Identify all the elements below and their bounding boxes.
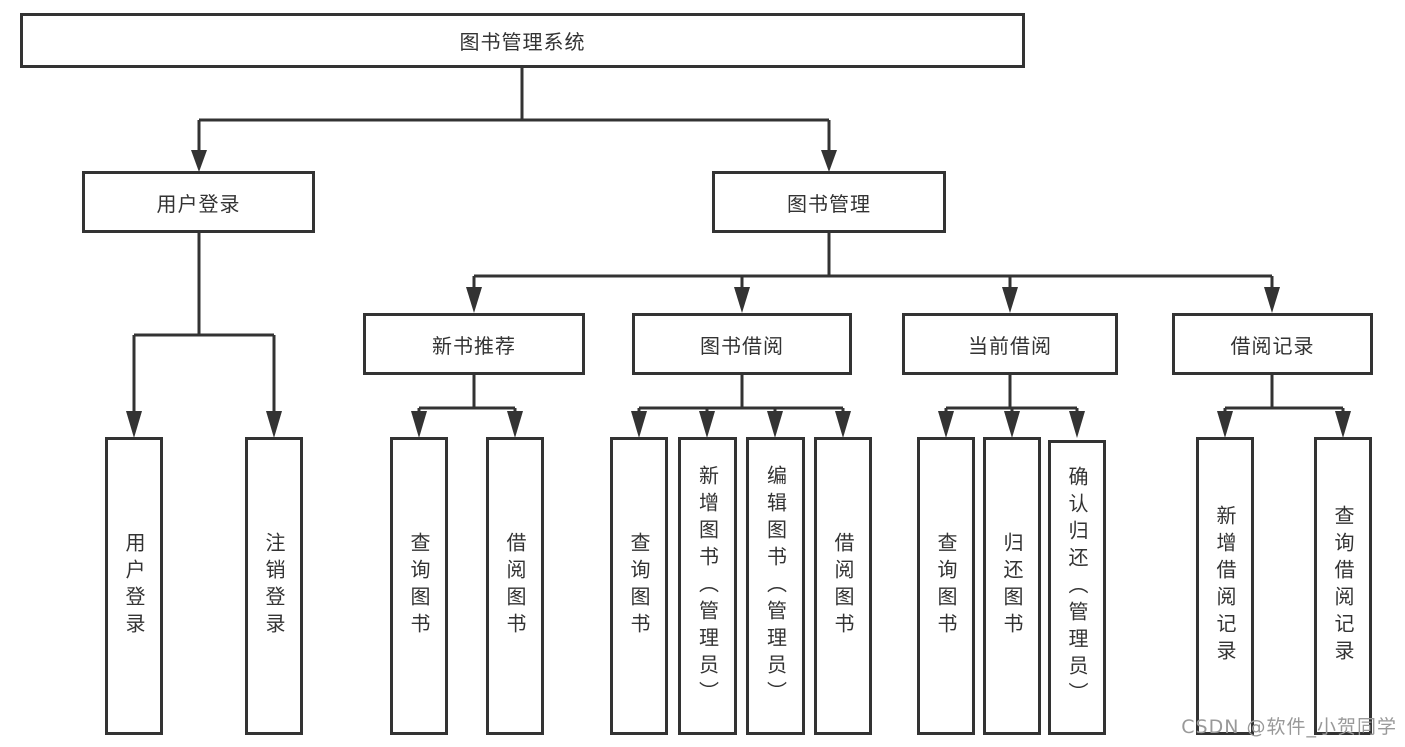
node-book-management-module: 图书管理 <box>712 171 946 233</box>
node-label: 注销登录 <box>262 532 286 640</box>
node-label: 查询借阅记录 <box>1331 505 1355 667</box>
leaf-return-books: 归还图书 <box>983 437 1041 735</box>
node-label: 当前借阅 <box>968 333 1052 358</box>
node-label: 借阅图书 <box>831 532 855 640</box>
node-label: 确认归还（管理员） <box>1065 466 1089 709</box>
leaf-logout: 注销登录 <box>245 437 303 735</box>
node-book-borrow: 图书借阅 <box>632 313 852 375</box>
node-user-login-module: 用户登录 <box>82 171 315 233</box>
leaf-borrow-books-recommend: 借阅图书 <box>486 437 544 735</box>
node-label: 查询图书 <box>934 532 958 640</box>
node-current-borrow: 当前借阅 <box>902 313 1118 375</box>
node-label: 借阅记录 <box>1230 333 1315 358</box>
leaf-add-books-admin: 新增图书（管理员） <box>678 437 737 735</box>
node-label: 图书管理 <box>787 191 871 216</box>
node-label: 查询图书 <box>407 532 431 640</box>
node-label: 图书借阅 <box>700 333 784 358</box>
leaf-borrow-books: 借阅图书 <box>814 437 872 735</box>
leaf-query-books-borrow: 查询图书 <box>610 437 668 735</box>
node-borrow-record: 借阅记录 <box>1172 313 1373 375</box>
leaf-query-books-recommend: 查询图书 <box>390 437 448 735</box>
leaf-user-login: 用户登录 <box>105 437 163 735</box>
leaf-add-borrow-record: 新增借阅记录 <box>1196 437 1254 735</box>
csdn-watermark: CSDN @软件_小贺同学 <box>1181 716 1397 738</box>
node-label: 借阅图书 <box>503 532 527 640</box>
node-label: 新增图书（管理员） <box>695 464 720 708</box>
node-label: 图书管理系统 <box>459 30 586 54</box>
node-label: 用户登录 <box>122 532 146 640</box>
leaf-edit-books-admin: 编辑图书（管理员） <box>746 437 805 735</box>
node-label: 查询图书 <box>627 532 651 640</box>
node-label: 新书推荐 <box>432 333 516 358</box>
node-label: 用户登录 <box>156 191 241 216</box>
node-label: 新增借阅记录 <box>1213 505 1237 667</box>
leaf-query-books-current: 查询图书 <box>917 437 975 735</box>
node-new-book-recommend: 新书推荐 <box>363 313 585 375</box>
leaf-confirm-return-admin: 确认归还（管理员） <box>1048 440 1106 735</box>
node-label: 编辑图书（管理员） <box>763 464 788 708</box>
leaf-query-borrow-record: 查询借阅记录 <box>1314 437 1372 735</box>
node-label: 归还图书 <box>1000 532 1024 640</box>
node-root-system: 图书管理系统 <box>20 13 1025 68</box>
